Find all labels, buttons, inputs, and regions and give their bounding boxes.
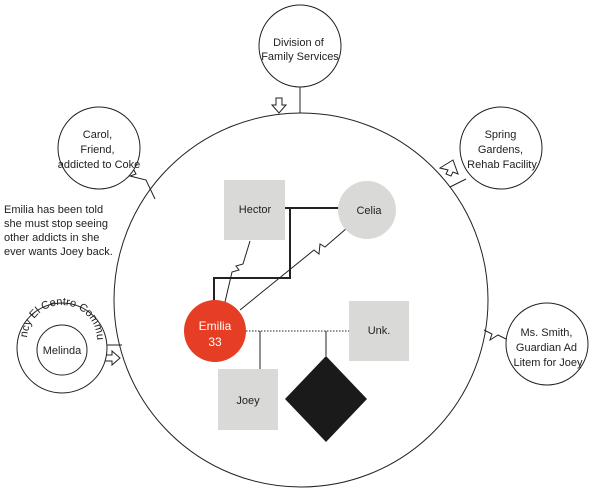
- celia-circle: [338, 181, 396, 239]
- division-label: Division of Family Services: [261, 37, 339, 63]
- hector-box: [224, 180, 285, 240]
- emilia-age: 33: [208, 335, 222, 349]
- carol-circle: [57, 106, 141, 190]
- joey-box: [218, 369, 278, 430]
- arrows: [103, 97, 459, 367]
- carol-label: Carol, Friend, addicted to Coke: [58, 129, 141, 171]
- family-lines: [213, 207, 349, 369]
- emilia-name: Emilia: [199, 319, 232, 333]
- smith-label: Ms. Smith, Guardian Ad Litem for Joey: [513, 327, 583, 369]
- emilia-circle: [184, 300, 246, 362]
- celia-label: Celia: [356, 205, 382, 217]
- unknown-box: [349, 301, 409, 361]
- agency-inner-circle: [36, 324, 88, 376]
- spring-label: Spring Gardens, Rehab Facility: [467, 129, 537, 171]
- unknown-label: Unk.: [368, 325, 391, 337]
- arrow-down-icon: [270, 97, 288, 114]
- hector-label: Hector: [239, 204, 272, 216]
- note-text: Emilia has been told she must stop seein…: [4, 204, 113, 258]
- melinda-label: Melinda: [43, 345, 82, 357]
- deceased-child-diamond: [285, 356, 367, 442]
- smith-circle: [505, 302, 589, 386]
- division-circle: [258, 4, 342, 88]
- household-circle: [113, 112, 489, 488]
- spring-circle: [459, 106, 543, 190]
- connection-lines: [107, 86, 509, 346]
- arrow-left-icon: [438, 159, 459, 177]
- joey-label: Joey: [236, 395, 260, 407]
